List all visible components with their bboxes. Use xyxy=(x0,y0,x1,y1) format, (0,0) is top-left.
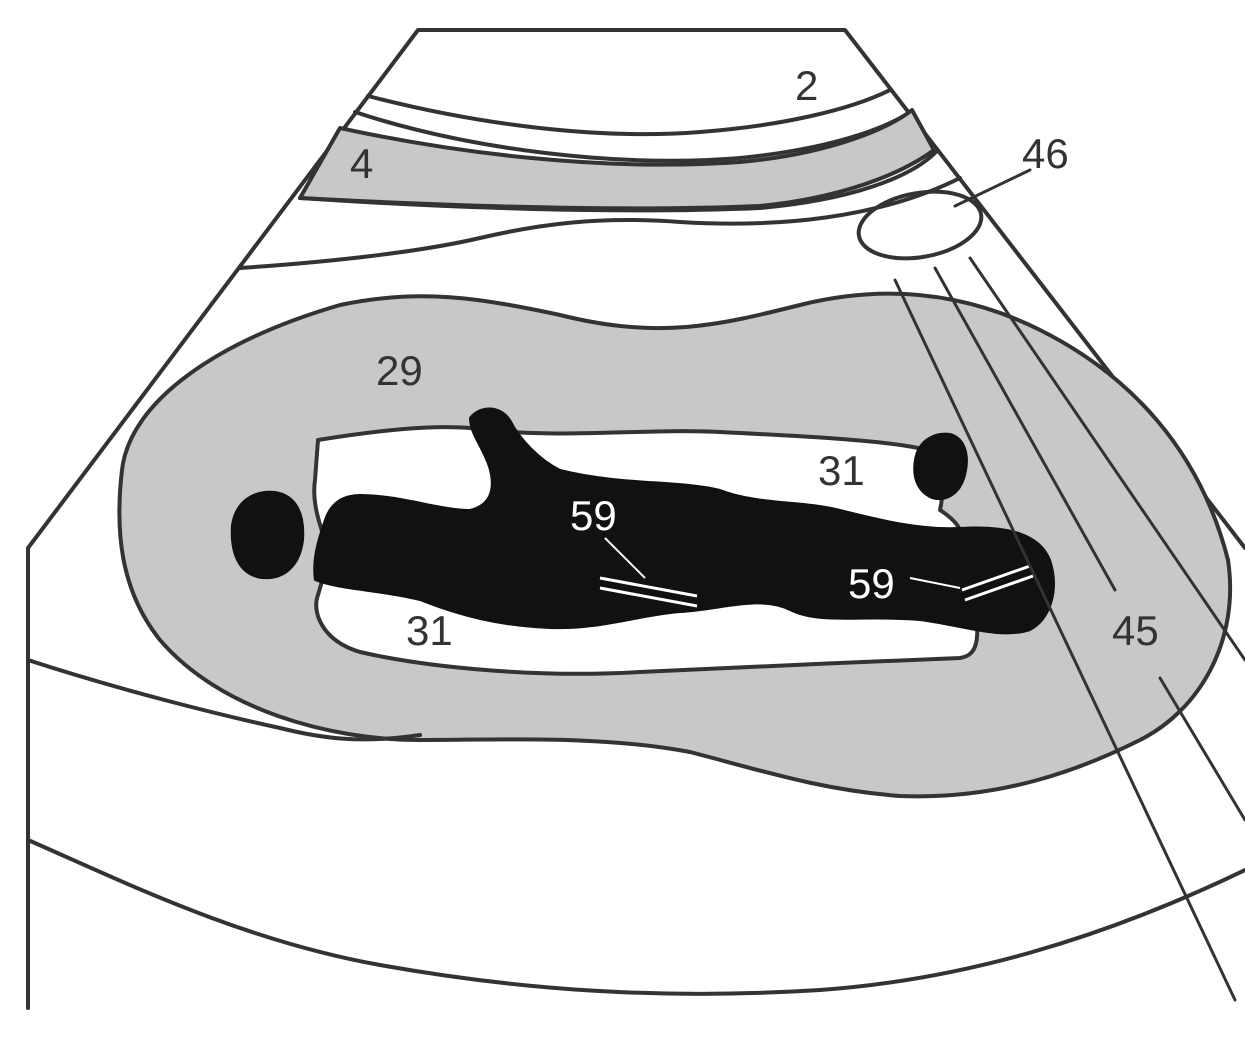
label-2: 2 xyxy=(795,62,818,109)
black-blob-right xyxy=(914,434,967,499)
label-31-upper: 31 xyxy=(818,447,865,494)
label-31-lower: 31 xyxy=(406,607,453,654)
label-45: 45 xyxy=(1112,607,1159,654)
label-59-left: 59 xyxy=(570,492,617,539)
label-29: 29 xyxy=(376,347,423,394)
label-4: 4 xyxy=(350,140,373,187)
label-46: 46 xyxy=(1022,130,1069,177)
black-blob-left xyxy=(232,492,304,578)
label-59-right: 59 xyxy=(848,560,895,607)
